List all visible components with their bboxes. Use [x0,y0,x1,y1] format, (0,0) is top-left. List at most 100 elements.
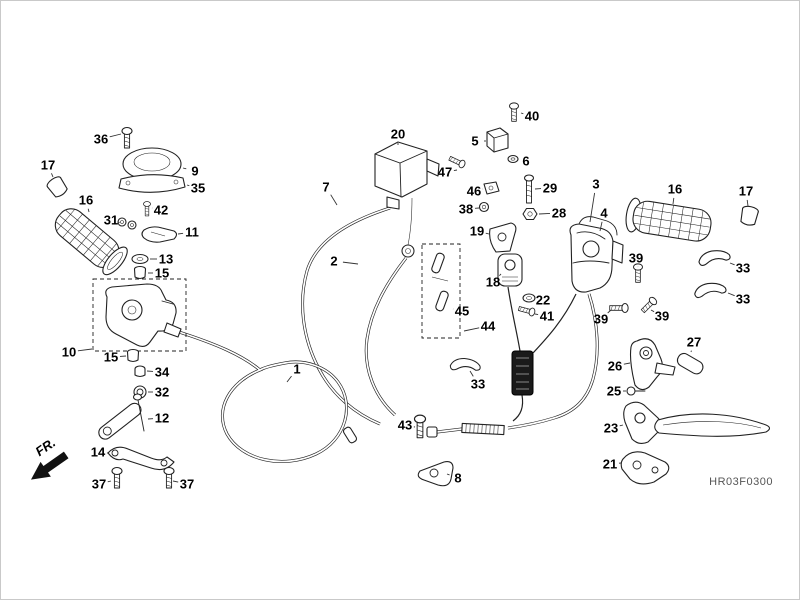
part-callout-10: 10 [62,345,76,360]
part-callout-45: 45 [455,304,469,319]
part-callout-32: 32 [155,385,169,400]
callout-leader [534,313,539,315]
part-screw-40 [509,102,519,122]
part-clamp-33-center [449,356,482,374]
part-callout-34: 34 [155,365,170,380]
callout-leader [607,309,612,314]
callout-leader [286,375,292,383]
callout-leader [589,192,596,223]
part-callout-7: 7 [322,180,329,195]
part-callout-22: 22 [536,293,550,308]
part-rings-31 [117,217,137,230]
part-screw-36 [121,126,133,149]
callout-leader [499,273,502,276]
part-callout-33: 33 [471,377,485,392]
wire-harness [507,286,577,422]
part-callout-16: 16 [668,182,682,197]
part-callout-17: 17 [41,158,55,173]
part-cap-15-upper [133,265,147,280]
callout-leader [186,184,190,187]
callout-leader [520,112,524,115]
part-bolt-42 [143,201,151,217]
part-callout-33: 33 [736,292,750,307]
part-callout-15: 15 [155,266,169,281]
part-callout-36: 36 [94,132,108,147]
part-callout-33: 33 [736,261,750,276]
part-callout-5: 5 [471,134,478,149]
part-callout-18: 18 [486,275,500,290]
part-throttle-housing-10 [92,278,187,352]
part-switch-5 [486,127,509,153]
part-bolt-43 [413,414,427,439]
part-switch-housing-20 [374,141,440,210]
part-bracket-11 [141,226,178,243]
callout-leader [469,370,474,377]
part-callout-29: 29 [543,181,557,196]
part-callout-6: 6 [522,154,529,169]
part-bracket-21 [620,451,670,485]
callout-leader [172,480,179,483]
part-grip-right-16 [625,197,712,242]
part-cover-9-35 [118,147,186,193]
callout-leader [463,327,480,332]
callout-leader [538,212,551,215]
part-grommet-38 [478,201,490,213]
part-callout-46: 46 [467,184,481,199]
part-bracket-8 [417,461,454,487]
wire-connector [511,350,534,396]
part-callout-35: 35 [191,181,205,196]
part-endcap-17-right [740,205,759,226]
part-clamp-33-a [697,248,732,267]
part-washer-13 [131,253,149,265]
part-bolt-37-right [163,466,175,489]
part-grip-left-16 [54,208,128,276]
callout-leader [672,197,675,205]
part-callout-17: 17 [739,184,753,199]
fr-label: FR. [32,435,58,459]
part-callout-20: 20 [391,127,405,142]
callout-leader [650,309,655,313]
callout-leader [727,292,735,297]
part-callout-47: 47 [438,165,452,180]
part-clamp-33-b [693,281,728,299]
part-bracket-46 [483,181,500,195]
part-callout-31: 31 [104,213,118,228]
cable-7 [301,206,391,426]
part-pad-27 [676,352,704,375]
cable-2 [364,197,415,417]
callout-leader [107,480,112,483]
callout-leader [623,362,631,365]
part-callout-41: 41 [540,309,554,324]
part-callout-8: 8 [454,471,461,486]
part-callout-39: 39 [629,251,643,266]
callout-leader [599,221,603,232]
part-callout-39: 39 [594,312,608,327]
part-callout-28: 28 [552,206,566,221]
part-callout-19: 19 [470,224,484,239]
part-callout-40: 40 [525,109,539,124]
part-cap-15-lower [126,348,140,363]
part-callout-26: 26 [608,359,622,374]
part-callout-37: 37 [180,477,194,492]
part-callout-43: 43 [398,418,412,433]
part-callout-21: 21 [603,457,617,472]
callout-leader [453,169,458,171]
callout-leader [746,199,749,207]
callout-leader [87,208,90,213]
part-callout-14: 14 [91,445,106,460]
part-switch-18 [497,253,523,287]
callout-leader [342,261,359,265]
brake-cable [426,293,599,438]
part-lever-12 [98,393,145,440]
part-callout-3: 3 [592,177,599,192]
part-lever-bracket-23 [623,401,662,445]
part-callout-9: 9 [191,164,198,179]
part-nut-22 [522,293,536,303]
part-callout-12: 12 [155,411,169,426]
part-bolt-39-b [609,303,629,313]
callout-leader [729,262,735,266]
part-housing-3-4 [569,216,624,293]
part-pin-25 [626,386,646,396]
